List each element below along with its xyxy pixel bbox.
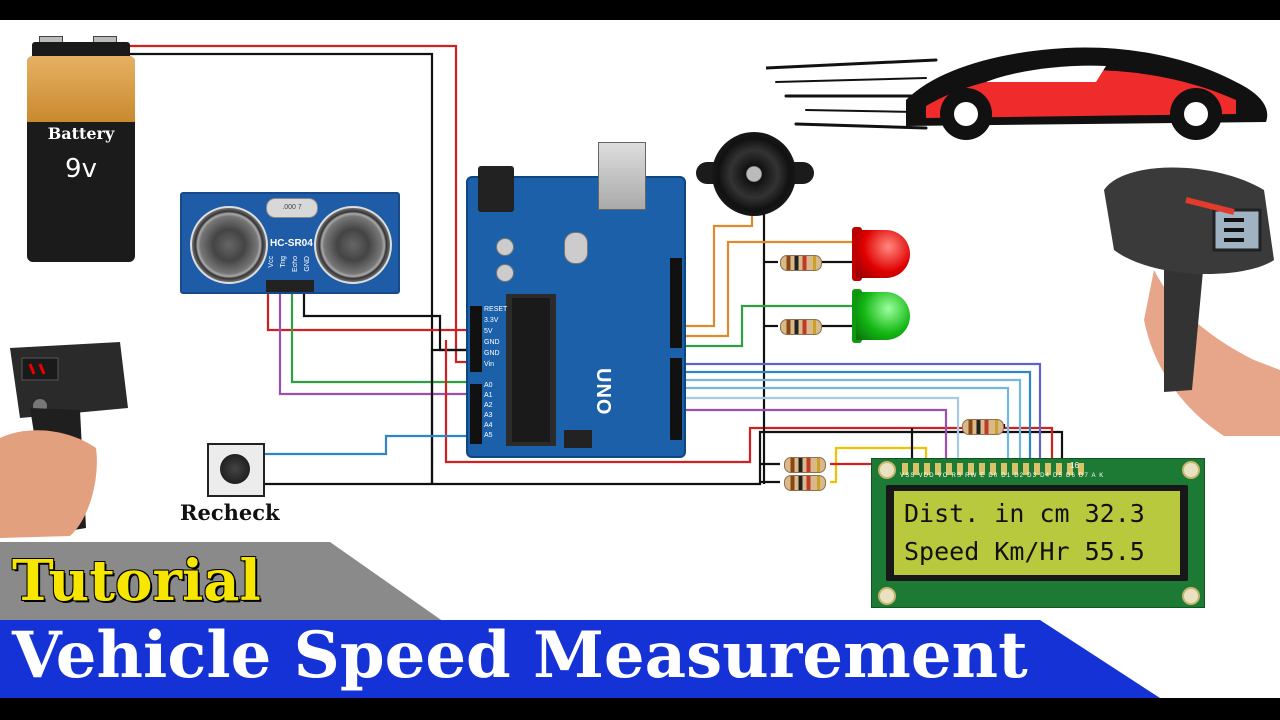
wire-lcd-d4 <box>682 386 1010 470</box>
arduino-power-header <box>470 306 482 372</box>
arduino-analog-header <box>470 384 482 444</box>
wire-lcd-contrast <box>830 446 928 484</box>
ultrasonic-sensor: .000 7 HC-SR04 Vcc Trig Echo GND <box>180 192 400 294</box>
resistor-green-led <box>780 319 822 335</box>
sensor-crystal: .000 7 <box>266 198 318 218</box>
lcd-mount-hole <box>1182 461 1200 479</box>
wire-battery-positive <box>128 44 472 364</box>
resistor-contrast-bottom <box>784 475 826 491</box>
speed-gun-right <box>1104 167 1280 436</box>
recheck-button-label: Recheck <box>180 500 280 525</box>
arduino-pin-reset: RESET <box>484 306 508 313</box>
arduino-pin-5v: 5V <box>484 328 493 335</box>
sensor-transducer-right <box>314 206 392 284</box>
arduino-capacitor <box>496 238 514 256</box>
arduino-pin-gnd: GND <box>484 350 500 357</box>
wire-sensor-vcc <box>266 282 472 332</box>
arduino-pin-a3: A3 <box>484 412 493 419</box>
arduino-pin-a0: A0 <box>484 382 493 389</box>
wire-sensor-echo <box>290 282 472 384</box>
lcd-line-2: Speed Km/Hr 55.5 <box>904 537 1145 566</box>
wire-led-green <box>682 304 852 348</box>
recheck-button-cap[interactable] <box>220 454 250 484</box>
sensor-pin-echo: Echo <box>292 256 299 272</box>
wire-battery-negative <box>128 52 434 484</box>
battery-voltage: 9v <box>65 154 97 184</box>
wire-button-signal <box>262 434 472 456</box>
green-led <box>856 292 910 340</box>
battery-body <box>27 56 135 262</box>
wire-sensor-trig <box>278 282 472 396</box>
arduino-uno-board: UNO A0 A1 A2 A3 A4 A5 RESET 3.3V 5V GND … <box>466 142 686 458</box>
atmega-chip <box>512 298 550 442</box>
battery-stripe <box>27 56 135 122</box>
tutorial-tag: Tutorial <box>12 548 261 614</box>
sensor-pin-vcc: Vcc <box>268 256 275 268</box>
bottom-black-bar <box>0 698 1280 720</box>
lcd-line-1: Dist. in cm 32.3 <box>904 499 1145 528</box>
lcd-mount-hole <box>1182 587 1200 605</box>
top-black-bar <box>0 0 1280 20</box>
wire-5v-bus <box>444 340 1054 470</box>
arduino-power-jack <box>478 166 514 212</box>
wire-ground-bus <box>262 430 1064 486</box>
arduino-icsp-header <box>564 430 592 448</box>
title-banner-background <box>0 620 1160 698</box>
arduino-digital-header-low <box>670 358 682 440</box>
battery-label: Battery <box>47 124 115 143</box>
lcd-pin-header <box>902 463 1088 475</box>
lcd-pin-count: 16 <box>1070 461 1079 470</box>
wire-ground-link <box>430 348 472 484</box>
page-title: Vehicle Speed Measurement <box>12 618 1028 693</box>
arduino-uno-logo: UNO <box>592 368 614 416</box>
wire-buzzer-signal <box>682 212 754 328</box>
arduino-digital-header-high <box>670 258 682 348</box>
arduino-pin-a1: A1 <box>484 392 493 399</box>
wire-lcd-rs <box>682 408 948 470</box>
lcd-pin-labels: VSS VDD VO RS RW E D0 D1 D2 D3 D4 D5 D6 … <box>900 473 1105 479</box>
resistor-red-led <box>780 255 822 271</box>
arduino-pin-vin: Vin <box>484 361 494 368</box>
lcd-16x2-module: VSS VDD VO RS RW E D0 D1 D2 D3 D4 D5 D6 … <box>871 458 1205 608</box>
sensor-pin-trig: Trig <box>280 256 287 268</box>
sensor-model-label: HC-SR04 <box>270 238 313 249</box>
battery-cap <box>32 42 130 56</box>
lcd-mount-hole <box>878 461 896 479</box>
arduino-capacitor <box>496 264 514 282</box>
arduino-pin-a4: A4 <box>484 422 493 429</box>
wire-lcd-d7 <box>682 362 1042 470</box>
lcd-screen <box>894 491 1180 575</box>
arduino-pin-3v3: 3.3V <box>484 317 499 324</box>
arduino-pin-a2: A2 <box>484 402 493 409</box>
sensor-pin-gnd: GND <box>304 256 311 272</box>
sensor-header <box>266 280 314 292</box>
sports-car-illustration <box>766 47 1268 140</box>
arduino-pin-a5: A5 <box>484 432 493 439</box>
sensor-transducer-left <box>190 206 268 284</box>
wire-lcd-e <box>682 396 960 470</box>
resistor-lcd-backlight <box>962 419 1004 435</box>
buzzer <box>712 132 796 216</box>
resistor-contrast-top <box>784 457 826 473</box>
arduino-usb-port <box>598 142 646 210</box>
arduino-pin-gnd: GND <box>484 339 500 346</box>
wire-lcd-d5 <box>682 378 1022 470</box>
speed-gun-left <box>0 342 128 538</box>
wire-led-red <box>682 240 852 338</box>
arduino-crystal <box>564 232 588 264</box>
wire-lcd-d6 <box>682 370 1032 470</box>
red-led <box>856 230 910 278</box>
lcd-mount-hole <box>878 587 896 605</box>
battery-9v: Battery 9v <box>27 36 135 262</box>
